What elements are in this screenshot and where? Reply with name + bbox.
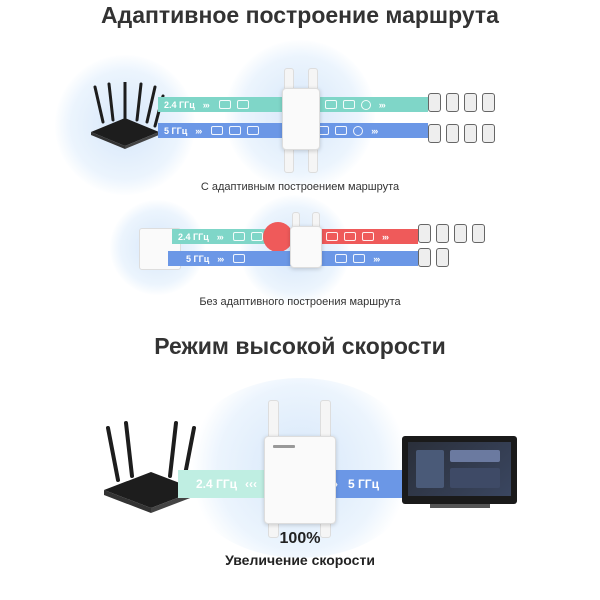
arrow-right-icon: ››› (373, 253, 380, 264)
tv-stand (430, 504, 490, 508)
band-5ghz-label: 5 ГГц (186, 253, 210, 264)
gamepad-icon (342, 99, 355, 109)
gamepad-icon (236, 100, 249, 109)
speed-increase-label: Увеличение скорости (225, 552, 375, 568)
arrow-left-icon: ‹‹‹ (245, 477, 257, 491)
tv-icon (247, 126, 260, 135)
gamepad-icon (211, 126, 224, 135)
phone-icon (446, 93, 459, 112)
extender-icon (264, 436, 336, 524)
phone-icon (454, 224, 467, 243)
arrow-right-icon: ››› (378, 99, 386, 110)
tv-icon (362, 232, 374, 241)
tv-icon (218, 100, 231, 109)
phone-icon (436, 224, 449, 243)
caption-without-routing: Без адаптивного построения маршрута (199, 296, 401, 308)
phone-icon (428, 93, 441, 112)
phone-icon (428, 124, 441, 143)
mail-icon (233, 254, 246, 263)
phone-icon (464, 93, 477, 112)
arrow-right-icon: ››› (195, 125, 202, 136)
phone-icon (436, 248, 449, 267)
extender-icon (290, 226, 322, 268)
phone-icon (482, 93, 495, 112)
extender-icon (282, 88, 320, 150)
phone-icon (418, 224, 431, 243)
band-24ghz-label: 2.4 ГГц (178, 231, 209, 242)
gamepad-icon (353, 254, 366, 263)
phone-icon (482, 124, 495, 143)
cloud-icon (326, 232, 338, 241)
device-group (428, 124, 495, 143)
device-group (418, 224, 485, 243)
band-24ghz-label: 2.4 ГГц (196, 477, 237, 491)
tv-screen-banner (450, 450, 500, 462)
tv-screen (408, 442, 511, 496)
play-icon (353, 125, 364, 136)
tv-icon (335, 254, 348, 263)
heading-adaptive-routing: Адаптивное построение маршрута (101, 2, 499, 28)
arrow-right-icon: ››› (382, 231, 389, 242)
speed-increase-percent: 100% (279, 530, 321, 547)
play-icon (360, 99, 371, 110)
tv-icon (402, 436, 517, 504)
tv-screen-sidebar (416, 450, 444, 488)
arrow-right-icon: ››› (371, 125, 378, 136)
device-group (428, 93, 495, 112)
band-24ghz-stream: 2.4 ГГц ››› ››› ››› (158, 97, 428, 112)
band-24ghz-label: 2.4 ГГц (164, 99, 195, 110)
phone-icon (464, 124, 477, 143)
band-24ghz-stream: 2.4 ГГц ››› (172, 229, 272, 244)
phone-icon (472, 224, 485, 243)
phone-icon (446, 124, 459, 143)
phone-icon (418, 248, 431, 267)
caption-with-routing: С адаптивным построением маршрута (200, 181, 400, 193)
tv-screen-panel (450, 468, 500, 488)
router-icon (104, 421, 198, 513)
band-5ghz-label: 5 ГГц (348, 477, 379, 491)
heading-high-speed-mode: Режим высокой скорости (154, 333, 446, 359)
gamepad-icon (344, 232, 356, 241)
device-group (418, 248, 449, 267)
brand-logo (273, 445, 295, 448)
router-icon (91, 82, 165, 149)
arrow-right-icon: ››› (217, 253, 224, 264)
cloud-icon (335, 125, 348, 135)
mail-icon (324, 99, 337, 109)
arrow-right-icon: ››› (216, 231, 224, 242)
arrow-right-icon: ››› (202, 99, 210, 110)
band-5ghz-label: 5 ГГц (164, 125, 188, 136)
tv-icon (232, 232, 245, 241)
band-24ghz-stream: 2.4 ГГц ‹‹‹ (178, 470, 278, 498)
cloud-icon (229, 126, 242, 135)
gamepad-icon (250, 232, 263, 241)
